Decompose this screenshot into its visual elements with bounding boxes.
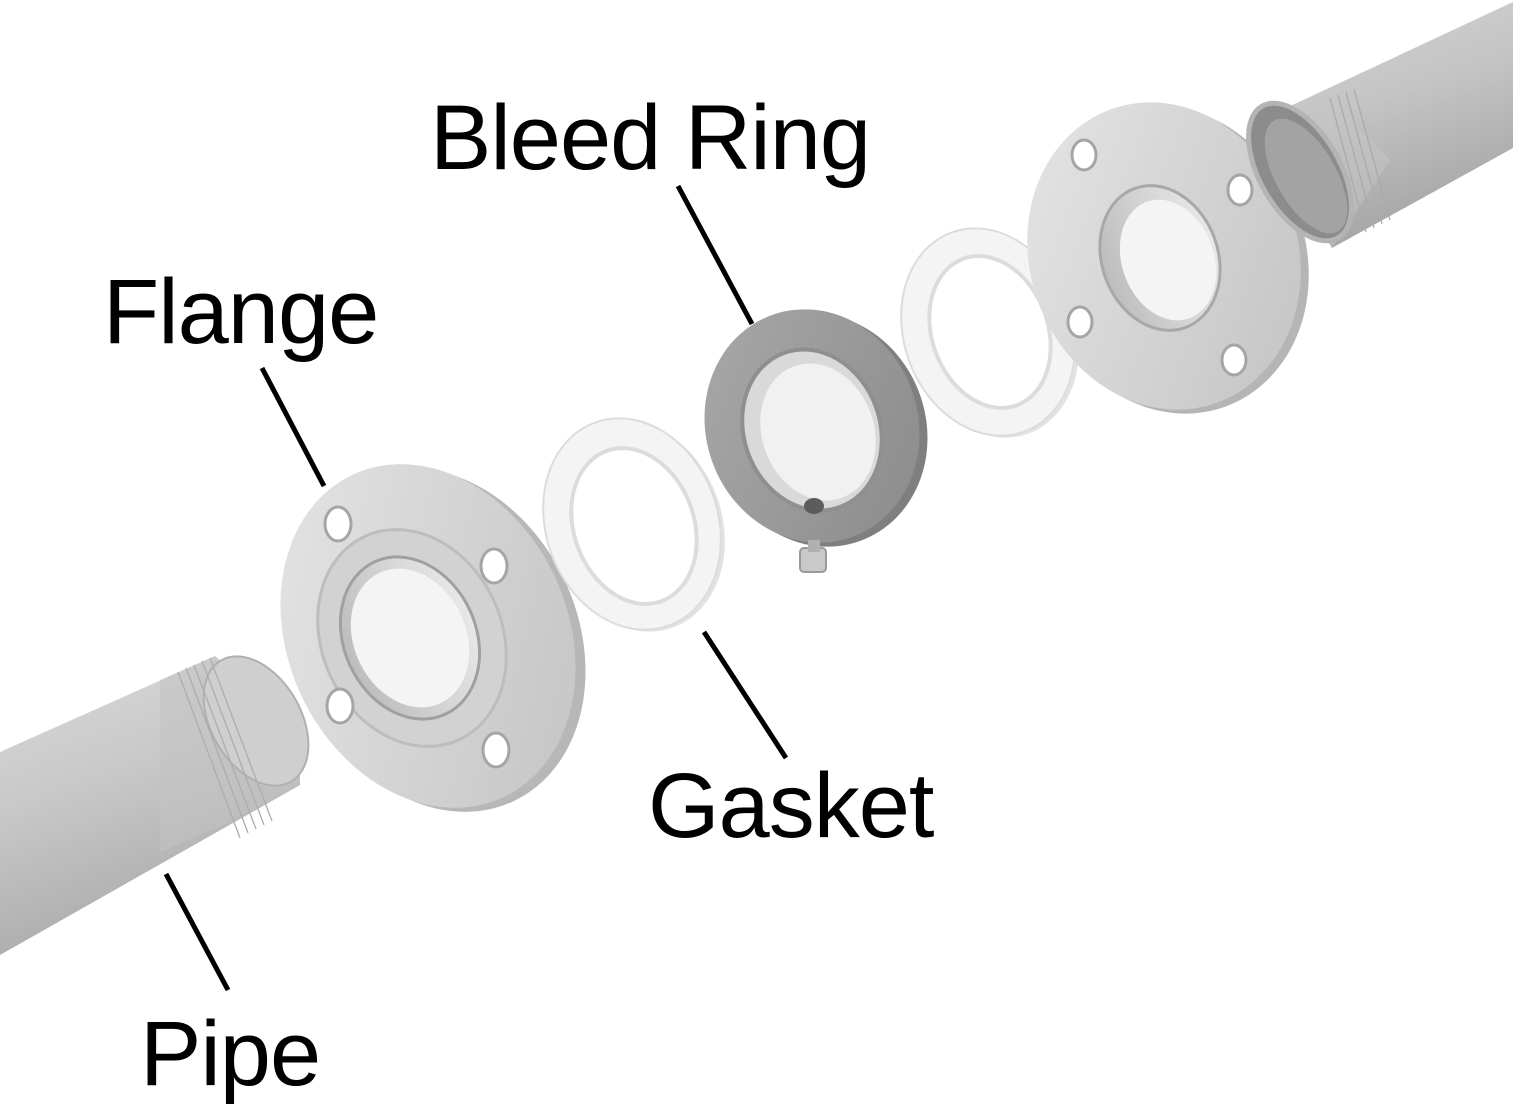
leader-line-gasket — [701, 630, 789, 760]
label-flange: Flange — [103, 261, 379, 363]
flange-right — [1027, 102, 1309, 414]
pipe-right — [1246, 2, 1513, 248]
pipe-left — [0, 655, 310, 955]
label-bleed-ring: Bleed Ring — [430, 87, 871, 189]
gasket-left — [542, 417, 725, 632]
leader-line-pipe — [163, 872, 231, 992]
leader-line-flange — [259, 366, 327, 488]
bleed-ring — [704, 309, 928, 573]
bolt-hole-icon — [1066, 138, 1254, 377]
bolt-hole-icon — [323, 505, 511, 769]
label-pipe: Pipe — [140, 1003, 321, 1105]
flange-left — [280, 464, 586, 812]
bleed-port-icon — [799, 498, 827, 573]
leader-line-bleed-ring — [675, 184, 755, 326]
label-gasket: Gasket — [648, 755, 934, 857]
